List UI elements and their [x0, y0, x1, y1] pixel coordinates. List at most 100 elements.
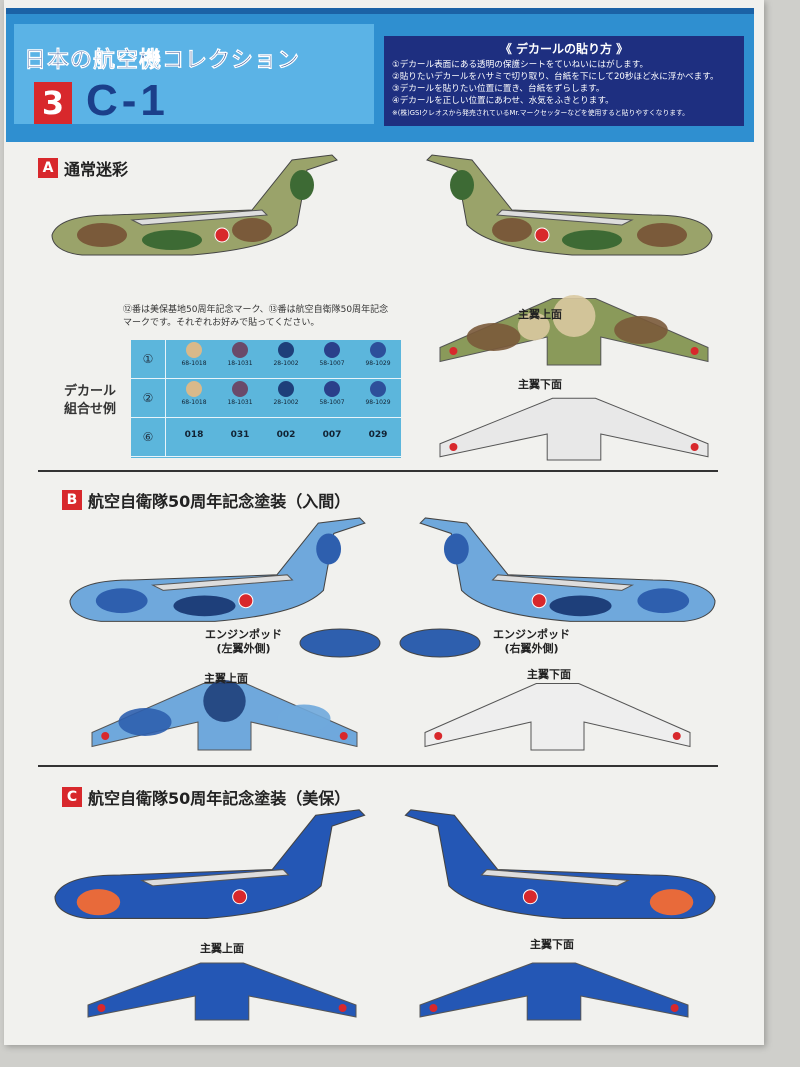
decal-howto-box: 《 デカールの貼り方 》 ①デカール表面にある透明の保護シートをていねいにはがし… [384, 36, 744, 126]
table-cell: 58-1007 [309, 340, 355, 367]
table-cell: 007 [309, 430, 355, 440]
main-wing-upper [91, 680, 358, 751]
hinomaru-roundel-icon [97, 1004, 106, 1012]
wing-shape [87, 962, 357, 1021]
cell-text: 031 [230, 430, 250, 440]
table-row: ① 68-1018 18-1031 28-1002 58-1007 98-1029 [131, 340, 401, 379]
decal-note: ⑫番は美保基地50周年記念マーク、⑬番は航空自衛隊50周年記念 マークです。それ… [123, 304, 388, 330]
aircraft-left-view [69, 517, 366, 622]
cell-text: 68-1018 [181, 360, 207, 367]
main-wing-lower [439, 397, 709, 461]
wing [495, 209, 634, 226]
wing [150, 574, 294, 591]
row-header: ① [131, 340, 166, 378]
camo-patch [316, 533, 342, 565]
wing [140, 869, 290, 887]
cell-text: 98-1029 [365, 360, 391, 367]
camo-patch [443, 533, 469, 565]
howto-step: ①デカール表面にある透明の保護シートをていねいにはがします。 [392, 60, 649, 70]
wing-upper-label: 主翼上面 [204, 672, 248, 685]
cell-text: 018 [184, 430, 204, 440]
title-box: 日本の航空機コレクション 3 C-1 [14, 24, 374, 125]
section-c-drawings [54, 809, 716, 1021]
hinomaru-roundel-icon [534, 227, 550, 243]
squadron-emblem-icon [278, 342, 294, 358]
main-wing-upper [439, 295, 709, 366]
cell-text: 28-1002 [273, 399, 299, 406]
camo-patch [466, 323, 521, 351]
camo-patch [637, 588, 690, 614]
camo-patch [232, 218, 272, 242]
cell-text: 18-1031 [227, 399, 253, 406]
table-cell: 031 [217, 430, 263, 440]
cell-text: 029 [368, 430, 388, 440]
section-badge: C [62, 787, 82, 807]
wing-shape [419, 962, 689, 1021]
hinomaru-roundel-icon [449, 347, 458, 355]
table-cell: 98-1029 [355, 379, 401, 406]
howto-step: ③デカールを貼りたい位置に置き、台紙をずらします。 [392, 84, 605, 94]
combo-label-line: 組合せ例 [64, 402, 117, 417]
cell-text: 28-1002 [273, 360, 299, 367]
engine-pod-left [299, 628, 381, 658]
decal-note-line: マークです。それぞれお好みで貼ってください。 [123, 318, 320, 328]
camo-patch [549, 595, 612, 617]
camo-patch [77, 223, 127, 247]
wing-lower-label: 主翼下面 [518, 378, 562, 391]
wing-lower-label: 主翼下面 [530, 938, 574, 951]
main-wing-lower [424, 683, 691, 751]
squadron-emblem-icon [370, 342, 386, 358]
camo-patch [450, 170, 474, 200]
model-name: C-1 [86, 76, 169, 125]
section-a-drawings [51, 154, 713, 461]
howto-note: ※(株)GSIクレオスから発売されているMr.マークセッターなどを使用すると貼り… [392, 109, 689, 117]
series-title: 日本の航空機コレクション [24, 48, 301, 74]
table-cell: 98-1029 [355, 340, 401, 367]
section-badge: B [62, 490, 82, 510]
hinomaru-roundel-icon [434, 732, 443, 740]
aircraft-left-view [51, 154, 338, 256]
hinomaru-roundel-icon [670, 1004, 679, 1012]
header-band: 日本の航空機コレクション 3 C-1 《 デカールの貼り方 》 ①デカール表面に… [6, 8, 754, 142]
pod-label: エンジンポッド [493, 628, 570, 641]
squadron-emblem-icon [232, 342, 248, 358]
pod-label: エンジンポッド [205, 628, 282, 641]
section-title: 航空自衛隊50周年記念塗装（美保） [88, 789, 351, 808]
cell-text: 18-1031 [227, 360, 253, 367]
camo-patch [649, 889, 694, 916]
hinomaru-roundel-icon [339, 732, 348, 740]
main-wing-lower [419, 962, 689, 1021]
camo-patch [487, 580, 529, 605]
squadron-emblem-icon [186, 381, 202, 397]
hinomaru-roundel-icon [214, 227, 230, 243]
hinomaru-roundel-icon [429, 1004, 438, 1012]
table-cell: 58-1007 [309, 379, 355, 406]
decal-note-line: ⑫番は美保基地50周年記念マーク、⑬番は航空自衛隊50周年記念 [123, 305, 389, 315]
hinomaru-roundel-icon [338, 1004, 347, 1012]
row-header: ② [131, 379, 166, 417]
wing-lower-label: 主翼下面 [527, 668, 571, 681]
hinomaru-roundel-icon [449, 443, 458, 451]
section-divider [38, 765, 718, 767]
section-title: 航空自衛隊50周年記念塗装（入間） [88, 492, 351, 511]
table-cell: 002 [263, 430, 309, 440]
squadron-emblem-icon [186, 342, 202, 358]
howto-step: ②貼りたいデカールをハサミで切り取り、台紙を下にして20秒ほど水に浮かべます。 [392, 72, 719, 82]
hinomaru-roundel-icon [238, 593, 254, 609]
camo-patch [256, 580, 298, 605]
wing [480, 869, 630, 887]
howto-title: 《 デカールの貼り方 》 [499, 42, 629, 56]
camo-patch [614, 316, 668, 344]
camo-patch [173, 595, 236, 617]
squadron-emblem-icon [324, 381, 340, 397]
hinomaru-roundel-icon [101, 732, 110, 740]
cell-text: 68-1018 [181, 399, 207, 406]
aircraft-right-view [404, 809, 716, 919]
combo-label-line: デカール [64, 384, 117, 399]
hinomaru-roundel-icon [672, 732, 681, 740]
squadron-emblem-icon [370, 381, 386, 397]
squadron-emblem-icon [232, 381, 248, 397]
pod-label: (左翼外側) [216, 642, 271, 655]
